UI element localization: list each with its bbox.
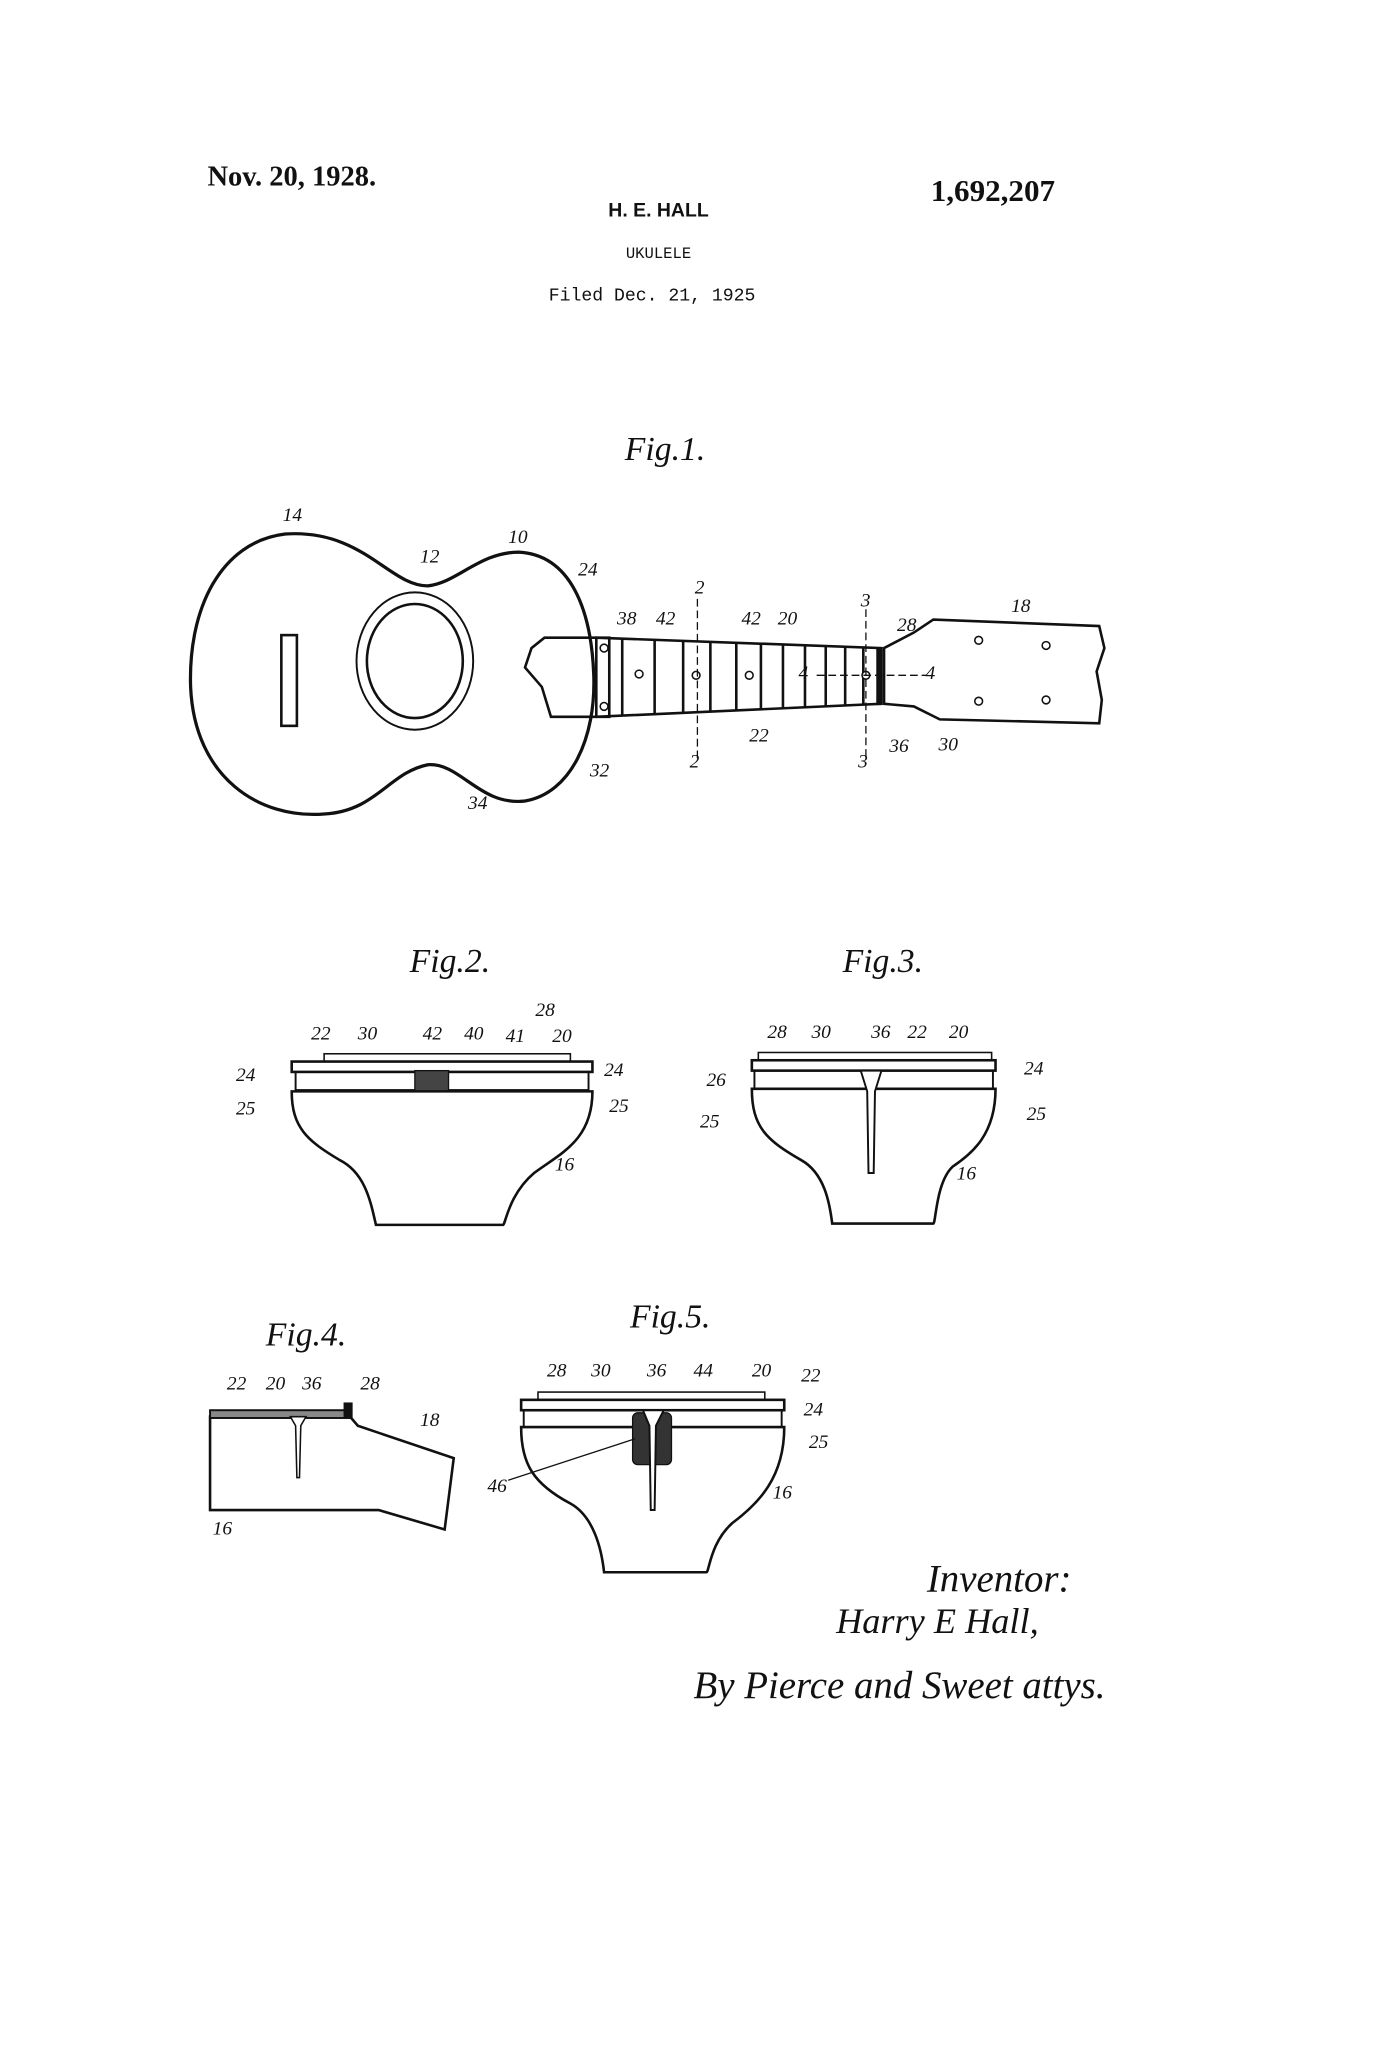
ref-label: 22 [749, 725, 769, 746]
ref-label: 40 [464, 1024, 484, 1045]
ref-label: 24 [578, 559, 598, 580]
ref-label: 25 [609, 1096, 629, 1117]
ref-label: 28 [547, 1361, 567, 1382]
bridge [280, 633, 299, 728]
neck-section [290, 1090, 594, 1227]
signature-block: Inventor: Harry E Hall, By Pierce and Sw… [694, 1558, 1106, 1707]
ref-label: 12 [420, 547, 440, 568]
figure-2-title: Fig.2. [409, 943, 490, 980]
ref-label: 16 [555, 1154, 575, 1175]
ref-label: 25 [236, 1099, 256, 1120]
ref-label: 24 [604, 1060, 624, 1081]
ref-label: 36 [888, 736, 909, 757]
ref-label: 30 [357, 1024, 378, 1045]
section-lines [696, 598, 927, 759]
ref-label: 3 [857, 751, 868, 772]
figure-1: Fig.1. 14 10 12 24 [188, 431, 1106, 817]
ref-label: 22 [227, 1373, 247, 1394]
ref-label: 22 [311, 1024, 331, 1045]
ref-label: 20 [266, 1373, 286, 1394]
ref-label: 36 [870, 1022, 891, 1043]
ref-label: 28 [535, 1000, 555, 1021]
ref-label: 42 [423, 1024, 443, 1045]
ref-label: 2 [695, 578, 705, 599]
ref-label: 46 [487, 1476, 507, 1497]
ref-label: 25 [700, 1112, 720, 1133]
ref-label: 30 [590, 1361, 611, 1382]
ref-label: 16 [957, 1164, 977, 1185]
ref-label: 4 [799, 663, 809, 684]
figure-2: Fig.2. 22 30 42 40 41 28 20 24 24 25 25 … [236, 943, 629, 1227]
screw [859, 1069, 883, 1174]
ref-label: 2 [690, 751, 700, 772]
ref-label: 28 [897, 615, 917, 636]
ref-label: 22 [801, 1366, 821, 1387]
sound-hole-ring [355, 591, 475, 731]
ref-label: 24 [1024, 1059, 1044, 1080]
ref-label: 16 [213, 1519, 233, 1540]
neck-section [519, 1425, 786, 1574]
neck-section [750, 1087, 997, 1225]
ref-label: 26 [706, 1070, 726, 1091]
ref-label: 34 [467, 793, 488, 814]
ref-label: 20 [778, 609, 798, 630]
neck-longitudinal-section [208, 1415, 456, 1532]
ref-label: 36 [646, 1361, 667, 1382]
ref-label: 41 [506, 1026, 525, 1047]
ref-label: 20 [552, 1026, 572, 1047]
ref-label: 25 [809, 1432, 829, 1453]
ref-label: 38 [616, 609, 637, 630]
ref-label: 24 [236, 1065, 256, 1086]
inventor-signature: Harry E Hall, [835, 1601, 1039, 1641]
ref-label: 30 [810, 1022, 831, 1043]
figure-1-labels: 14 10 12 24 2 38 42 42 20 3 28 18 4 4 22… [283, 505, 1031, 814]
ref-label: 22 [907, 1022, 927, 1043]
ref-label: 28 [360, 1373, 380, 1394]
ref-label: 24 [804, 1399, 824, 1420]
ref-label: 20 [752, 1361, 772, 1382]
tuner-holes [599, 635, 1051, 712]
invention-title: UKULELE [626, 245, 691, 263]
ref-label: 36 [301, 1373, 322, 1394]
figure-3-title: Fig.3. [842, 943, 923, 980]
figure-5-title: Fig.5. [629, 1298, 710, 1335]
patent-number: 1,692,207 [931, 173, 1055, 208]
figure-3: Fig.3. 28 30 36 22 20 24 26 25 25 16 [700, 943, 1047, 1225]
attorney-signature: By Pierce and Sweet attys. [694, 1664, 1106, 1707]
headstock [882, 618, 1106, 725]
ref-label: 3 [860, 591, 871, 612]
ref-label: 25 [1027, 1104, 1047, 1125]
ref-label: 28 [767, 1022, 787, 1043]
inventor-header: H. E. HALL [608, 199, 709, 221]
ref-label: 14 [283, 505, 303, 526]
patent-date: Nov. 20, 1928. [207, 161, 376, 192]
ref-label: 16 [773, 1482, 793, 1503]
inventor-label: Inventor: [926, 1558, 1072, 1601]
ref-label: 20 [949, 1022, 969, 1043]
figure-1-title: Fig.1. [624, 431, 705, 468]
ukulele-body [188, 532, 596, 817]
ref-label: 42 [656, 609, 676, 630]
figure-4-title: Fig.4. [265, 1316, 346, 1353]
ref-label: 42 [741, 609, 761, 630]
filing-date: Filed Dec. 21, 1925 [549, 287, 756, 307]
screw [641, 1409, 666, 1511]
heel-plate [523, 636, 611, 719]
ref-label: 4 [926, 663, 936, 684]
sound-hole [365, 602, 465, 720]
figure-4: Fig.4. 22 20 36 28 18 16 [208, 1316, 456, 1540]
figure-5: Fig.5. 28 30 36 44 20 22 24 25 46 16 [487, 1298, 829, 1574]
ref-label: 32 [589, 760, 610, 781]
ref-label: 30 [937, 734, 958, 755]
ref-label: 18 [420, 1410, 440, 1431]
ref-label: 10 [508, 527, 528, 548]
ref-label: 18 [1011, 596, 1031, 617]
ref-label: 44 [694, 1361, 714, 1382]
